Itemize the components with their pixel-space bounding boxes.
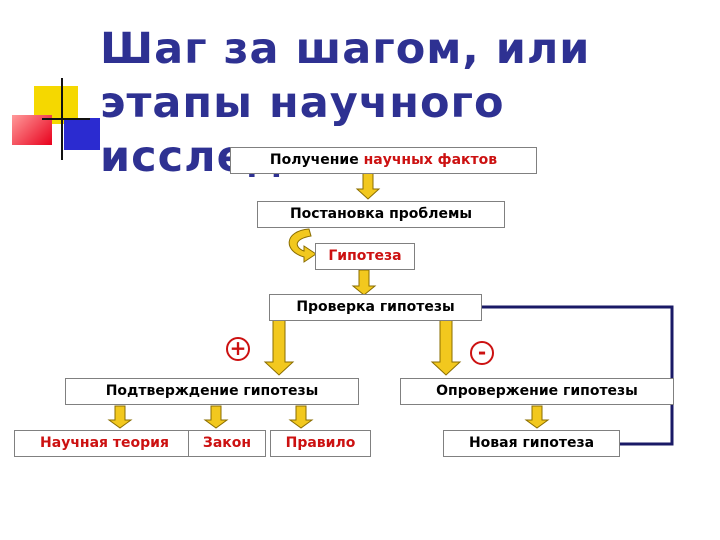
result-theory: Научная теория (14, 430, 195, 457)
arrow-hypothesis-to-testing (353, 270, 375, 295)
plus-sign: + (226, 337, 250, 361)
result-law: Закон (188, 430, 266, 457)
curved-arrow-problem-to-hypothesis (289, 229, 316, 262)
arrow-confirmation-to-law (205, 406, 227, 428)
collect-facts-highlight: научных фактов (364, 152, 498, 168)
arrow-testing-to-refutation (432, 320, 460, 375)
step-problem: Постановка проблемы (257, 201, 505, 228)
collect-facts-prefix: Получение (270, 152, 359, 168)
arrow-confirmation-to-theory (109, 406, 131, 428)
result-new-hypothesis: Новая гипотеза (443, 430, 620, 457)
feedback-loop-line (460, 307, 672, 444)
minus-sign: - (470, 341, 494, 365)
arrow-collect-to-problem (357, 173, 379, 199)
step-confirmation: Подтверждение гипотезы (65, 378, 359, 405)
step-testing: Проверка гипотезы (269, 294, 482, 321)
arrow-refutation-to-new-hypothesis (526, 406, 548, 428)
step-hypothesis: Гипотеза (315, 243, 415, 270)
step-refutation: Опровержение гипотезы (400, 378, 674, 405)
result-rule: Правило (270, 430, 371, 457)
arrow-confirmation-to-rule (290, 406, 312, 428)
step-collect-facts: Получение научных фактов (230, 147, 537, 174)
arrow-testing-to-confirmation (265, 320, 293, 375)
